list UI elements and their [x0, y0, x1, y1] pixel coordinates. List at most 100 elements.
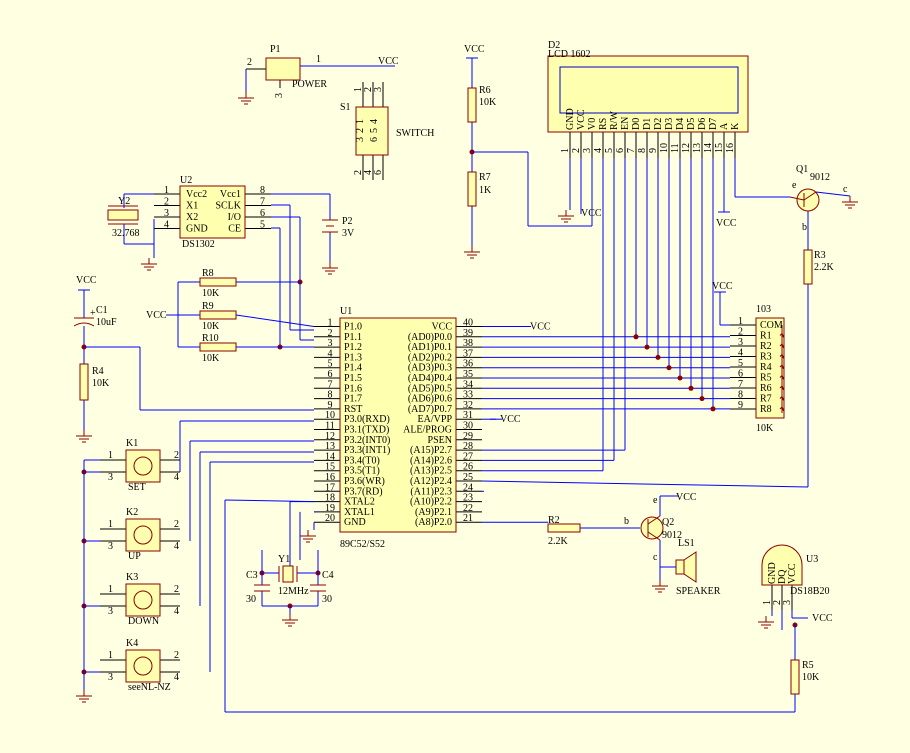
junction-dot — [655, 354, 661, 360]
u2-pin-number: 4 — [164, 220, 169, 231]
u3-pin-name: DQ — [777, 569, 788, 584]
r5-value: 10K — [802, 672, 820, 683]
r2-body — [547, 523, 581, 533]
key-pin-number: 1 — [108, 584, 113, 595]
c1-plate — [73, 322, 95, 327]
u1-pin-number: 2 — [328, 328, 333, 339]
q1-part: 9012 — [810, 172, 830, 183]
lcd-part: LCD 1602 — [548, 49, 591, 60]
r3-body — [803, 249, 813, 285]
r5-ref: R5 — [802, 660, 814, 671]
u2-pin-number: 5 — [260, 220, 265, 231]
q1-e: e — [792, 180, 797, 191]
key-pin-number: 4 — [174, 606, 179, 617]
key-ref: K4 — [126, 638, 138, 649]
u1-pin-number: 35 — [463, 369, 473, 380]
u3-pin-number: 2 — [772, 600, 783, 605]
key-pin-number: 4 — [174, 672, 179, 683]
lcd-pin-name: V0 — [587, 118, 598, 130]
vcc-net-label: VCC — [712, 281, 733, 292]
rn-element — [779, 353, 785, 359]
u1-pin-name: P3.5(T1) — [344, 466, 380, 477]
key-ref: K2 — [126, 507, 138, 518]
u1-pin-name: P3.1(TXD) — [344, 425, 389, 436]
u1-pin-name: P1.6 — [344, 383, 362, 394]
key-label: seeNL-NZ — [128, 682, 171, 693]
u1-pin-name: (A13)P2.5 — [410, 466, 452, 477]
ls1-ref: LS1 — [678, 538, 695, 549]
rn-element — [779, 364, 785, 370]
key-up-body — [125, 518, 161, 552]
r6-body — [467, 87, 477, 123]
q1-c-wire — [815, 191, 851, 197]
key-label: DOWN — [128, 616, 159, 627]
q1-collector — [803, 191, 817, 201]
key-label: UP — [128, 551, 141, 562]
u1-part: 89C52/S52 — [340, 539, 385, 550]
s1-body — [355, 106, 389, 156]
u1-pin-name: P3.3(INT1) — [344, 445, 390, 456]
u1-pin-name: (A10)P2.2 — [410, 497, 452, 508]
lcd-pin-name: D2 — [653, 118, 664, 130]
u2-pin-number: 1 — [164, 185, 169, 196]
key-seenl-nz-body — [125, 649, 161, 683]
u1-pin-name: (A15)P2.7 — [410, 445, 452, 456]
c3-ref: C3 — [246, 570, 258, 581]
r3-wire — [481, 480, 809, 488]
r2-ref: R2 — [548, 515, 560, 526]
q2-collector — [647, 531, 661, 541]
key-pin-number: 3 — [108, 606, 113, 617]
lcd-pin-name: D7 — [708, 118, 719, 130]
u1-pin-name: VCC — [431, 322, 452, 333]
r9-wire — [235, 314, 315, 327]
r7-ref: R7 — [479, 172, 491, 183]
rn-element — [779, 406, 785, 412]
r10-value: 10K — [202, 353, 220, 364]
key-pin-number: 1 — [108, 519, 113, 530]
u2-pin-number: 6 — [260, 208, 265, 219]
u2-pin-name: SCLK — [215, 201, 241, 212]
rn-pin-name: R6 — [760, 383, 772, 394]
lcd-pin-number: 11 — [670, 143, 681, 153]
vcc-net-label: VCC — [581, 208, 602, 219]
rn-pin-name: COM — [760, 320, 783, 331]
junction-dot — [644, 344, 650, 350]
u1-pin-number: 18 — [325, 493, 335, 504]
rn-ref: 103 — [756, 304, 771, 315]
u1-pin-number: 11 — [325, 421, 335, 432]
u2-pin-name: I/O — [228, 212, 241, 223]
rn-pin-number: 3 — [738, 337, 743, 348]
u3-pin-name: GND — [767, 562, 778, 584]
lcd-pin-name: D5 — [686, 118, 697, 130]
u1-pin-name: P1.2 — [344, 342, 362, 353]
s1-label: SWITCH — [396, 128, 434, 139]
r10-body — [199, 342, 237, 352]
s1-pin-number: 2 — [353, 170, 364, 175]
u1-pin-name: (A11)P2.3 — [410, 486, 452, 497]
key-pin-number: 4 — [174, 541, 179, 552]
u3-body — [761, 544, 803, 586]
u1-pin-number: 16 — [325, 472, 335, 483]
q1-ref: Q1 — [796, 164, 808, 175]
u3-part: DS18B20 — [790, 586, 829, 597]
q2-body — [640, 516, 664, 540]
u1-pin-number: 34 — [463, 379, 473, 390]
u1-pin-name: ALE/PROG — [403, 425, 452, 436]
r9-value: 10K — [202, 321, 220, 332]
r2-value: 2.2K — [548, 536, 569, 547]
u1-pin-name: P3.2(INT0) — [344, 435, 390, 446]
u3-ref: U3 — [806, 554, 818, 565]
u1-pin-number: 24 — [463, 482, 473, 493]
u2-pin-number: 7 — [260, 197, 265, 208]
u1-pin-number: 26 — [463, 462, 473, 473]
s1-pin-number: 5 — [369, 128, 380, 133]
s1-pin-number: 1 — [355, 119, 366, 124]
u2-pin-name: CE — [228, 224, 241, 235]
lcd-pin-number: 3 — [582, 148, 593, 153]
rn-pin-number: 9 — [738, 400, 743, 411]
u1-pin-number: 22 — [463, 503, 473, 514]
rn-pin-name: R8 — [760, 404, 772, 415]
u1-pin-name: P1.3 — [344, 352, 362, 363]
vcc-net-label: VCC — [500, 414, 521, 425]
